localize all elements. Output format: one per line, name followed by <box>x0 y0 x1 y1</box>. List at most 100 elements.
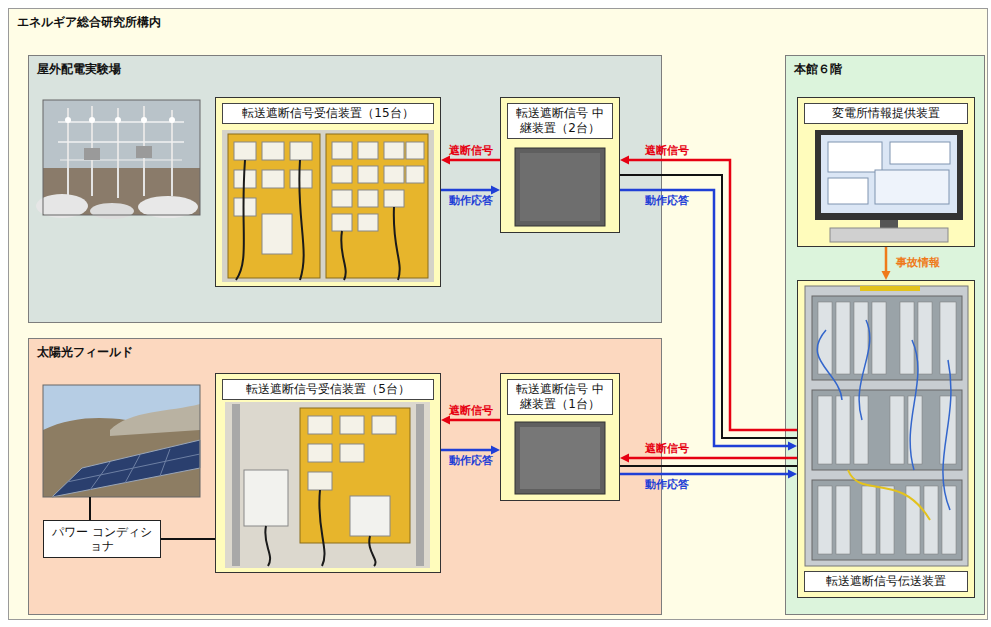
rack-modules <box>940 396 956 464</box>
arrow-head <box>620 156 629 165</box>
outdoor-test-field-photo <box>60 160 182 161</box>
solar-panel-photo <box>43 385 200 497</box>
substation-monitor-photo <box>815 130 963 220</box>
power-conditioner: パワー コンディショナ <box>43 520 161 558</box>
outdoor-test-field-photo <box>67 108 69 196</box>
receiver-panel-photo <box>416 404 424 566</box>
receiver-panel-photo <box>326 134 428 278</box>
solar-panel-photo <box>90 462 110 490</box>
rack-modules <box>854 396 868 464</box>
receiver-panel-photo <box>262 214 292 254</box>
substation-monitor-photo <box>880 220 898 228</box>
signal-line <box>629 457 797 460</box>
outdoor-test-field-photo <box>43 100 200 215</box>
receiver-panel-photo <box>358 214 378 231</box>
arrow-head <box>441 416 450 425</box>
solar-field-region: 太陽光フィールド転送遮断信号受信装置（5台）転送遮断信号 中継装置（1台）パワー… <box>28 338 662 615</box>
signal-line <box>450 159 500 162</box>
signal-line <box>161 538 215 540</box>
device-label: 転送遮断信号受信装置（5台） <box>222 379 434 400</box>
substation-monitor-photo <box>890 142 950 164</box>
receiver-panel-photo <box>340 444 364 462</box>
signal-line <box>450 419 500 422</box>
receiver-panel-photo <box>222 130 434 282</box>
receiver-panel-photo <box>384 190 404 207</box>
relay-unit: 転送遮断信号 中継装置（2台） <box>500 97 620 233</box>
receiver-panel-photo <box>358 166 378 183</box>
relay-device-photo <box>520 427 600 489</box>
signal-label: 動作応答 <box>449 194 493 207</box>
outdoor-test-field-photo <box>117 108 119 198</box>
solar-panel-photo <box>43 385 200 497</box>
outdoor-test-field-photo <box>143 106 145 196</box>
receiver-panel-photo <box>228 134 320 278</box>
receiver-panel-photo <box>225 402 430 568</box>
signal-line <box>620 175 797 438</box>
receiver-panel-photo <box>308 416 332 434</box>
rack-modules <box>918 302 932 374</box>
rack-modules <box>942 486 956 554</box>
rack-modules <box>900 302 914 374</box>
receiver-panel-photo <box>234 142 256 160</box>
transmitter-rack-photo <box>817 320 951 510</box>
receiver-panel-photo <box>384 166 404 183</box>
rack-modules <box>880 486 894 554</box>
outdoor-test-field-photo <box>36 194 88 218</box>
receiver-panel-photo <box>225 402 430 568</box>
transmitter-rack-photo <box>848 470 930 520</box>
receiver-panel-photo <box>358 190 378 207</box>
substation-monitor-photo <box>828 178 868 204</box>
transmitter-rack-photo <box>812 480 962 560</box>
receiver-panel-photo <box>265 490 375 566</box>
rack-modules <box>940 302 956 374</box>
signal-line <box>620 190 788 446</box>
outdoor-test-field-photo <box>58 141 184 143</box>
receiver-panel-photo <box>236 160 400 280</box>
outdoor-test-field-photo <box>141 117 147 123</box>
power-cable <box>89 497 91 520</box>
receiver-panel-photo <box>234 198 256 216</box>
solar-panel-photo <box>43 385 200 520</box>
signal-line <box>629 160 797 430</box>
transmitter-rack-photo <box>860 286 920 291</box>
outdoor-test-field-photo <box>89 117 95 123</box>
receiver-panel-photo <box>262 142 284 160</box>
rack-modules <box>836 396 850 464</box>
site-boundary: エネルギア総合研究所構内屋外配電実験場転送遮断信号受信装置（15台）転送遮断信号… <box>8 8 988 620</box>
rack-modules <box>836 486 850 554</box>
rack-modules <box>890 396 904 464</box>
outdoor-test-field-photo <box>36 100 200 219</box>
substation-monitor-photo <box>875 170 949 204</box>
signal-line <box>620 465 797 467</box>
relay-device-photo <box>515 422 605 494</box>
solar-panel-photo <box>52 440 200 497</box>
rack-modules <box>872 302 886 374</box>
receiver-panel-photo <box>222 130 434 282</box>
receiver-panel-photo <box>290 142 312 160</box>
signal-label: 動作応答 <box>645 194 689 207</box>
receiver-panel-photo <box>234 170 256 188</box>
receiver-panel-photo <box>350 496 390 536</box>
rack-modules <box>818 302 832 374</box>
transmitter-unit: 転送遮断信号伝送装置 <box>797 280 975 598</box>
receiver-unit: 転送遮断信号受信装置（15台） <box>215 97 441 287</box>
rack-modules <box>906 486 920 554</box>
signal-line <box>885 247 888 271</box>
outdoor-test-field-photo <box>136 146 152 158</box>
outdoor-test-field-photo <box>65 117 71 123</box>
outdoor-test-field-photo <box>43 168 200 215</box>
rack-modules <box>818 302 956 554</box>
region-title: 屋外配電実験場 <box>37 62 661 77</box>
receiver-panel-photo <box>340 416 364 434</box>
signal-line <box>441 449 491 452</box>
receiver-panel-photo <box>406 166 424 183</box>
signal-line <box>441 189 491 192</box>
receiver-panel-photo <box>332 214 352 231</box>
device-label: 転送遮断信号受信装置（15台） <box>222 103 434 124</box>
relay-unit: 転送遮断信号 中継装置（1台） <box>500 373 620 501</box>
receiver-panel-photo <box>232 404 240 566</box>
signal-label: 遮断信号 <box>449 404 493 417</box>
receiver-panel-photo <box>406 142 424 159</box>
relay-device-photo <box>515 148 605 226</box>
